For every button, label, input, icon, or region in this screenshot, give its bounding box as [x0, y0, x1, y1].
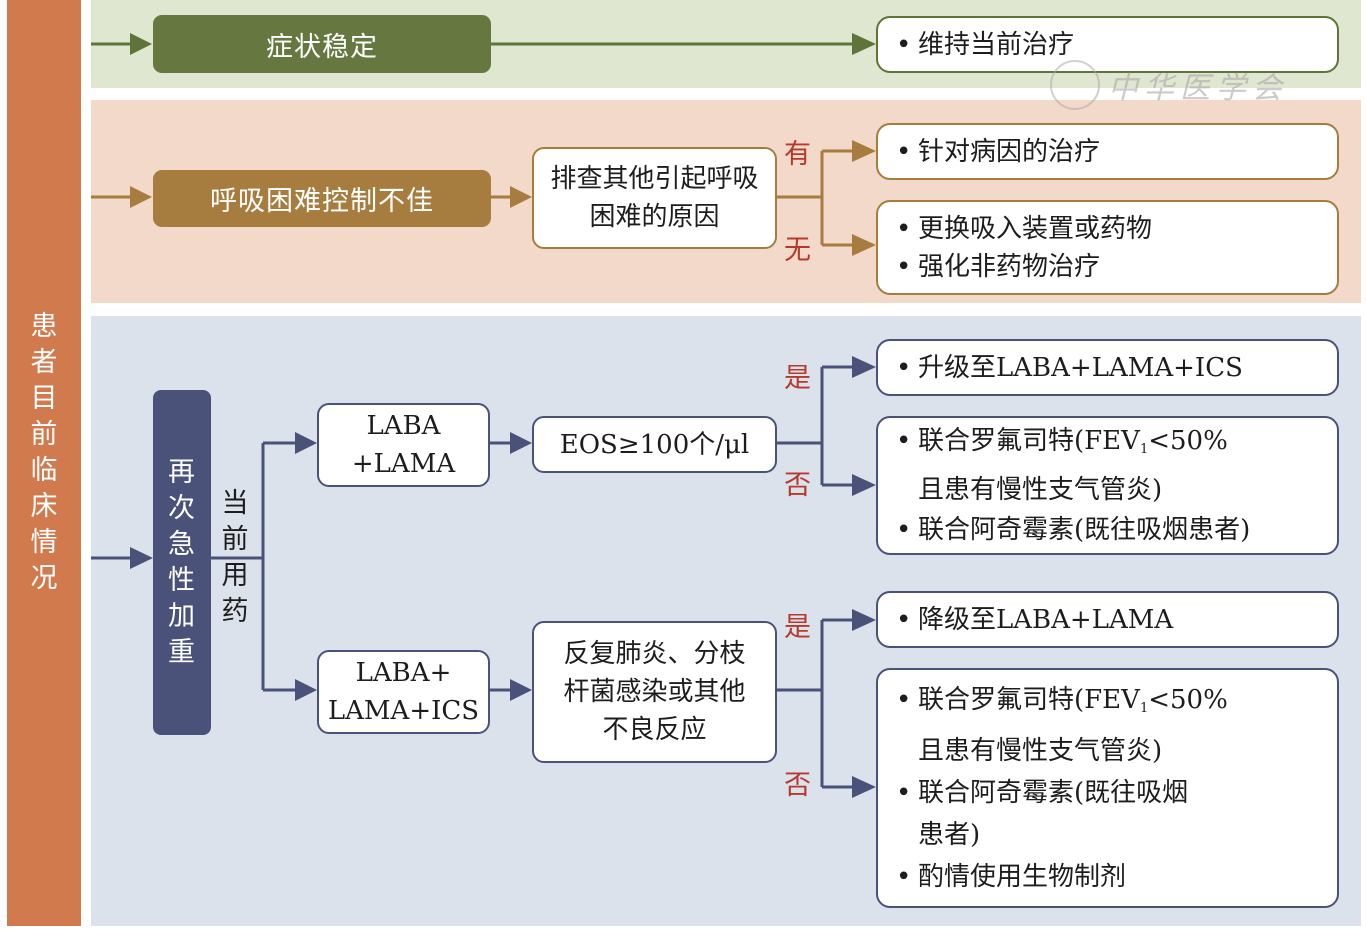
- outcome-text: 酌情使用生物制剂: [918, 861, 1127, 892]
- medication-line: LABA: [366, 411, 441, 441]
- outcome-item: • 针对病因的治疗: [896, 131, 1321, 173]
- roflumilast-text: 联合罗氟司特(FEV: [918, 426, 1140, 456]
- deescalate-outcome-box: • 降级至LABA+LAMA: [876, 591, 1339, 648]
- escalate-outcome-box: • 升级至LABA+LAMA+ICS: [876, 339, 1339, 396]
- eos-criterion-box: EOS≥100个/μl: [532, 416, 777, 473]
- no-label: 否: [784, 770, 811, 801]
- stable-connectors: [91, 33, 876, 55]
- fev-subscript: 1: [1139, 442, 1149, 457]
- stable-outcome-box: • 维持当前治疗: [876, 16, 1339, 73]
- dyspnea-check-box: 排查其他引起呼吸困难的原因: [532, 147, 777, 249]
- bullet-icon: •: [896, 352, 912, 383]
- watermark: 中华医学会: [1050, 58, 1310, 112]
- fev-subscript: 1: [1139, 700, 1149, 716]
- outcome-text: 且患有慢性支气管炎): [918, 735, 1163, 766]
- seal-icon: [1050, 60, 1100, 110]
- medication-box-laba-lama-ics: LABA+ LAMA+ICS: [317, 650, 490, 734]
- medication-line: LAMA+ICS: [327, 696, 480, 726]
- stable-condition-box: 症状稳定: [153, 15, 491, 73]
- medication-line: +LAMA: [351, 449, 456, 479]
- bullet-icon: •: [896, 29, 912, 60]
- outcome-text: 升级至LABA+LAMA+ICS: [918, 352, 1243, 383]
- bullet-icon: •: [896, 777, 912, 808]
- bullet-icon: •: [896, 426, 912, 456]
- outcome-item: • 联合罗氟司特(FEV1<50%: [896, 421, 1321, 470]
- exacerbation-condition-box: 再次急性加重: [153, 390, 211, 735]
- outcome-item: • 升级至LABA+LAMA+ICS: [896, 347, 1321, 389]
- outcome-item: • 联合罗氟司特(FEV1<50%: [896, 679, 1321, 730]
- dyspnea-connectors: [91, 140, 876, 256]
- bullet-icon: •: [896, 604, 912, 635]
- outcome-text: 针对病因的治疗: [918, 136, 1101, 167]
- outcome-text: 强化非药物治疗: [918, 251, 1101, 282]
- sidebar-patient-status: 患者目前临床情况: [7, 0, 81, 926]
- bullet-icon: •: [896, 136, 912, 167]
- yes-label: 是: [784, 363, 811, 394]
- branch-b-no-outcome-box: • 联合罗氟司特(FEV1<50% 且患有慢性支气管炎) • 联合阿奇霉素(既往…: [876, 668, 1339, 908]
- outcome-text: 患者): [918, 819, 981, 850]
- branch-a-no-outcome-box: • 联合罗氟司特(FEV1<50% 且患有慢性支气管炎) • 联合阿奇霉素(既往…: [876, 416, 1339, 555]
- medication-line: LABA+: [355, 658, 452, 688]
- dyspnea-no-outcome-box: • 更换吸入装置或药物 • 强化非药物治疗: [876, 200, 1339, 295]
- medication-box-laba-lama: LABA +LAMA: [317, 403, 490, 487]
- yes-label: 是: [784, 612, 811, 643]
- fev-threshold: <50%: [1148, 684, 1228, 715]
- outcome-text: 联合阿奇霉素(既往吸烟患者): [918, 515, 1251, 545]
- bullet-icon: •: [896, 861, 912, 892]
- bullet-icon: •: [896, 251, 912, 282]
- bullet-icon: •: [896, 515, 912, 545]
- exacerbation-condition-text: 再次急性加重: [168, 456, 196, 668]
- outcome-item: • 联合阿奇霉素(既往吸烟患者): [896, 510, 1321, 550]
- dyspnea-yes-outcome-box: • 针对病因的治疗: [876, 123, 1339, 180]
- no-label: 无: [784, 235, 811, 266]
- outcome-text: 且患有慢性支气管炎): [918, 475, 1163, 505]
- yes-label: 有: [784, 139, 811, 170]
- outcome-text: 联合阿奇霉素(既往吸烟: [918, 777, 1189, 808]
- bullet-icon: •: [896, 684, 912, 715]
- outcome-item: • 维持当前治疗: [896, 24, 1321, 66]
- outcome-item-continuation: 且患有慢性支气管炎): [896, 470, 1321, 510]
- dyspnea-condition-box: 呼吸困难控制不佳: [153, 170, 491, 227]
- outcome-item: • 联合阿奇霉素(既往吸烟: [896, 772, 1321, 814]
- sidebar-title: 患者目前临床情况: [30, 311, 58, 594]
- outcome-text: 联合罗氟司特(FEV1<50%: [918, 421, 1228, 470]
- outcome-item: • 强化非药物治疗: [896, 248, 1321, 286]
- outcome-item-continuation: 且患有慢性支气管炎): [896, 730, 1321, 772]
- outcome-item: • 更换吸入装置或药物: [896, 210, 1321, 248]
- no-label: 否: [784, 470, 811, 501]
- outcome-text: 联合罗氟司特(FEV1<50%: [918, 679, 1228, 730]
- roflumilast-text: 联合罗氟司特(FEV: [918, 684, 1140, 715]
- watermark-text: 中华医学会: [1108, 71, 1288, 106]
- outcome-text: 更换吸入装置或药物: [918, 213, 1153, 244]
- outcome-text: 维持当前治疗: [918, 29, 1075, 60]
- current-medication-label: 当前用药: [221, 488, 249, 627]
- outcome-item: • 降级至LABA+LAMA: [896, 599, 1321, 641]
- outcome-item-continuation: 患者): [896, 814, 1321, 856]
- fev-threshold: <50%: [1148, 426, 1228, 456]
- bullet-icon: •: [896, 213, 912, 244]
- outcome-item: • 酌情使用生物制剂: [896, 856, 1321, 898]
- outcome-text: 降级至LABA+LAMA: [918, 604, 1174, 635]
- adverse-reaction-criterion-box: 反复肺炎、分枝杆菌感染或其他不良反应: [532, 621, 777, 763]
- exacerbation-connectors: [91, 356, 876, 798]
